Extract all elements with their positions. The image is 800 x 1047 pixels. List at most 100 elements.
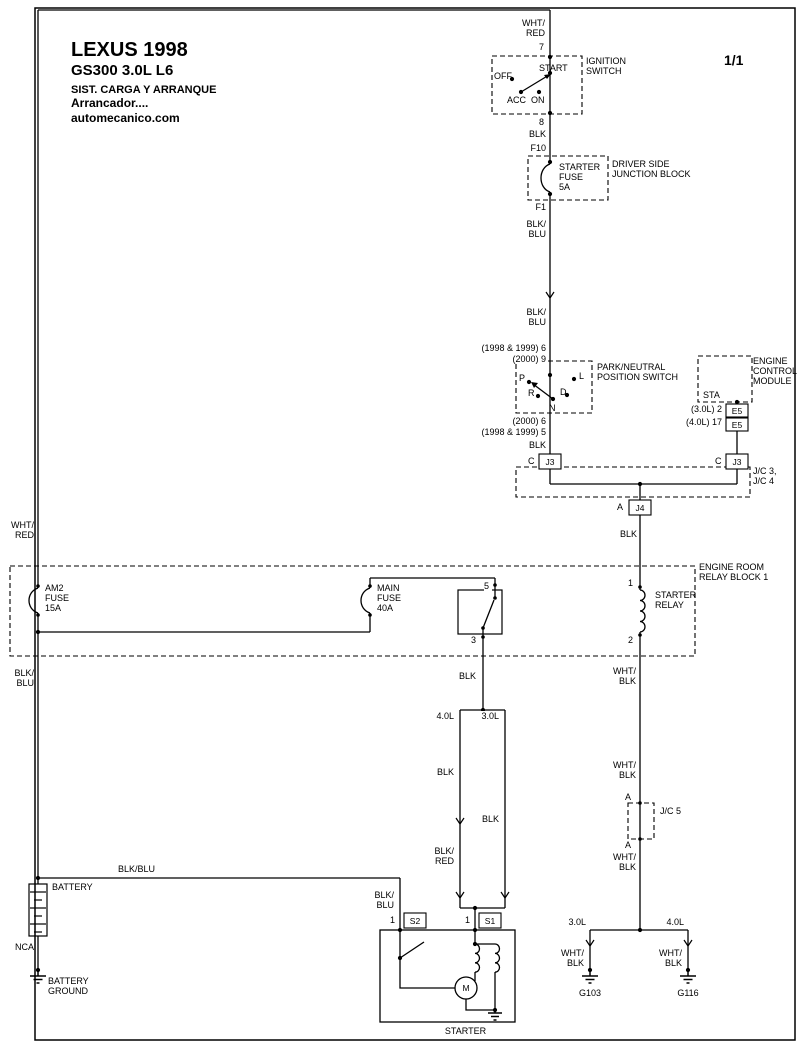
solenoid-coil-icon — [474, 943, 481, 973]
pnp-pos-n: N — [549, 403, 556, 413]
ignition-pin-7: 7 — [539, 42, 547, 52]
jc34-label: J/C 3, J/C 4 — [753, 466, 777, 486]
title-subsystem: Arrancador.... — [71, 96, 149, 110]
wire-label-blk-4: BLK — [454, 671, 476, 681]
connector-boxes — [403, 403, 749, 929]
engine-room-relay-block-box — [9, 565, 696, 657]
ecm-box — [697, 355, 753, 403]
pnp-pin-out-a: (2000) 6 — [462, 416, 546, 426]
branch-label-30l: 3.0L — [475, 711, 499, 721]
chevron-icon — [683, 939, 693, 948]
wire-label-wht-blk-g2: WHT/ BLK — [654, 948, 682, 968]
ignition-pos-off: OFF — [494, 71, 512, 81]
ground-branch-30l: 3.0L — [562, 917, 586, 927]
connector-j3-left — [538, 453, 562, 470]
dashed-boxes — [9, 55, 753, 840]
relay-pin-5: 5 — [484, 581, 492, 591]
connector-label-s1: S1 — [484, 916, 496, 926]
relay-block-label: ENGINE ROOM RELAY BLOCK 1 — [699, 562, 769, 582]
wire-label-wht-blk-2: WHT/ BLK — [608, 760, 636, 780]
starter-relay-label: STARTER RELAY — [655, 590, 697, 610]
starter-pin-s2: 1 — [390, 915, 398, 925]
jc34-pin-c-right: C — [715, 456, 723, 466]
pnp-selector-arrow — [531, 382, 554, 400]
connector-chevrons — [455, 291, 693, 948]
connector-j4 — [628, 499, 652, 516]
pnp-switch-label: PARK/NEUTRAL POSITION SWITCH — [597, 362, 678, 382]
ground-branch-40l: 4.0L — [660, 917, 684, 927]
connector-label-j3-left: J3 — [545, 457, 555, 467]
relay-contact-arm — [482, 599, 495, 629]
junction-block-box — [527, 155, 609, 201]
jb-pin-f10: F10 — [522, 143, 546, 153]
junction-block-label: DRIVER SIDE JUNCTION BLOCK — [612, 159, 691, 179]
wire-label-wht-red-left: WHT/ RED — [6, 520, 34, 540]
connector-label-j3-right: J3 — [732, 457, 742, 467]
relay-pin-3: 3 — [471, 635, 479, 645]
jc34-pin-c-left: C — [528, 456, 536, 466]
title-system: SIST. CARGA Y ARRANQUE — [71, 84, 217, 96]
wire-label-blk-blu-h: BLK/BLU — [118, 864, 156, 874]
site-link[interactable]: automecanico.com — [71, 111, 180, 125]
battery-icon — [28, 883, 48, 937]
connector-s1 — [478, 912, 502, 929]
pnp-pos-d: D — [560, 387, 567, 397]
chevron-icon — [585, 939, 595, 948]
battery-nca-label: NCA — [8, 942, 34, 952]
pnp-pin-in-b: (2000) 9 — [462, 354, 546, 364]
chevron-icon — [455, 891, 465, 900]
wire-label-wht-red-top: WHT/ RED — [505, 18, 545, 38]
connector-label-e5-a: E5 — [731, 406, 743, 416]
pnp-pos-l: L — [579, 371, 585, 381]
battery-label: BATTERY — [52, 882, 93, 892]
jb-pin-f1: F1 — [524, 202, 546, 212]
pnp-pos-r: R — [528, 388, 535, 398]
motor-m-label: M — [462, 983, 470, 993]
starter-box — [379, 929, 516, 1023]
main-fuse-label: MAIN FUSE 40A — [377, 583, 402, 613]
pnp-pin-in-a: (1998 & 1999) 6 — [462, 343, 546, 353]
chevron-icon — [500, 891, 510, 900]
title-brand: LEXUS 1998 — [71, 39, 188, 61]
ignition-switch-box — [491, 55, 583, 115]
ignition-pos-start: START — [539, 63, 568, 73]
ignition-contact-arm — [520, 74, 551, 93]
relay-contact-box — [457, 589, 503, 635]
ecm-pin-a: (3.0L) 2 — [662, 404, 722, 414]
am2-fuse-label: AM2 FUSE 15A — [45, 583, 70, 613]
connector-e5-b — [725, 417, 749, 432]
wire-label-blk-2: BLK — [524, 440, 546, 450]
wire-label-blk-6: BLK — [475, 814, 499, 824]
wire-label-blk-blu-2: BLK/ BLU — [506, 307, 546, 327]
starter-fuse-label: STARTER FUSE 5A — [559, 162, 601, 192]
main-fuse-icon — [360, 587, 371, 614]
wire-label-wht-blk-3: WHT/ BLK — [608, 852, 636, 872]
wire-label-blk-5: BLK — [430, 767, 454, 777]
ground-label-g116: G116 — [674, 988, 702, 998]
ignition-pos-on: ON — [531, 95, 545, 105]
ignition-pos-acc: ACC — [507, 95, 527, 105]
connector-j3-right — [725, 453, 749, 470]
wire-label-blk-3: BLK — [615, 529, 637, 539]
starter-contact-arm — [399, 941, 425, 959]
page-number: 1/1 — [724, 52, 744, 68]
starter-fuse-icon — [540, 163, 551, 193]
am2-fuse-icon — [28, 587, 39, 614]
pnp-pin-out-b: (1998 & 1999) 5 — [462, 427, 546, 437]
ignition-switch-label: IGNITION SWITCH — [586, 56, 626, 76]
page-border — [34, 7, 796, 1041]
chevron-icon — [545, 291, 555, 300]
relay-pin-1: 1 — [628, 578, 636, 588]
jc5-label: J/C 5 — [660, 806, 682, 816]
jc5-box — [627, 802, 655, 840]
starter-pin-s1: 1 — [465, 915, 473, 925]
wire-label-blk-blu-v: BLK/ BLU — [366, 890, 394, 910]
ecm-label: ENGINE CONTROL MODULE — [753, 356, 798, 386]
jc5-pin-a-bot: A — [625, 840, 633, 850]
ecm-sta-pin-label: STA — [703, 390, 720, 400]
pnp-pos-p: P — [519, 373, 526, 383]
motor-icon — [454, 976, 478, 1000]
solenoid-coil2-icon — [494, 943, 501, 973]
wire-label-blk-blu-1: BLK/ BLU — [506, 219, 546, 239]
